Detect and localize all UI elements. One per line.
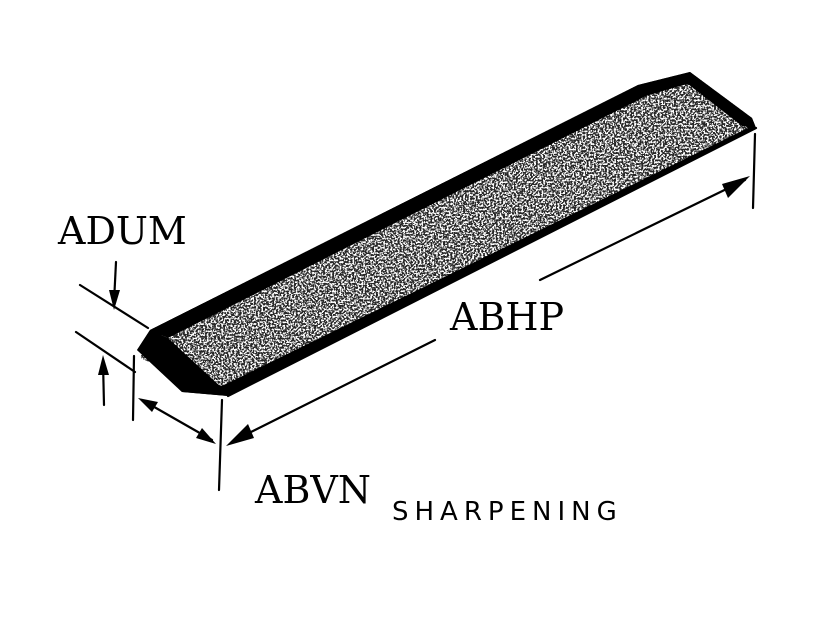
thickness-arrowhead-top [109,290,120,310]
width-arrowhead-right [196,428,216,444]
length-arrowhead-left [226,424,254,446]
thickness-label: ADUM [57,209,187,253]
length-line-right [538,178,747,282]
length-arrowhead-right [722,176,750,198]
stone-bottom-edge [226,126,758,398]
width-label: ABVN [254,468,371,512]
length-extension-near [217,398,224,492]
stone-front-face [137,330,228,396]
stone-end-bevel [688,72,756,128]
stone-back-bevel [150,72,700,338]
thickness-arrowhead-bottom [98,355,109,375]
length-label: ABHP [449,295,564,339]
diagram-caption: SHARPENING [392,497,623,527]
length-line-left [233,338,437,442]
thickness-extension-bottom [74,330,137,374]
length-extension-far [751,132,757,210]
width-dimension: ABVN [131,354,371,512]
sharpening-stone [137,72,758,398]
length-dimension: ABHP [217,132,757,492]
thickness-dimension: ADUM [57,209,187,407]
width-extension-left [131,354,136,422]
width-arrowhead-left [138,398,158,412]
